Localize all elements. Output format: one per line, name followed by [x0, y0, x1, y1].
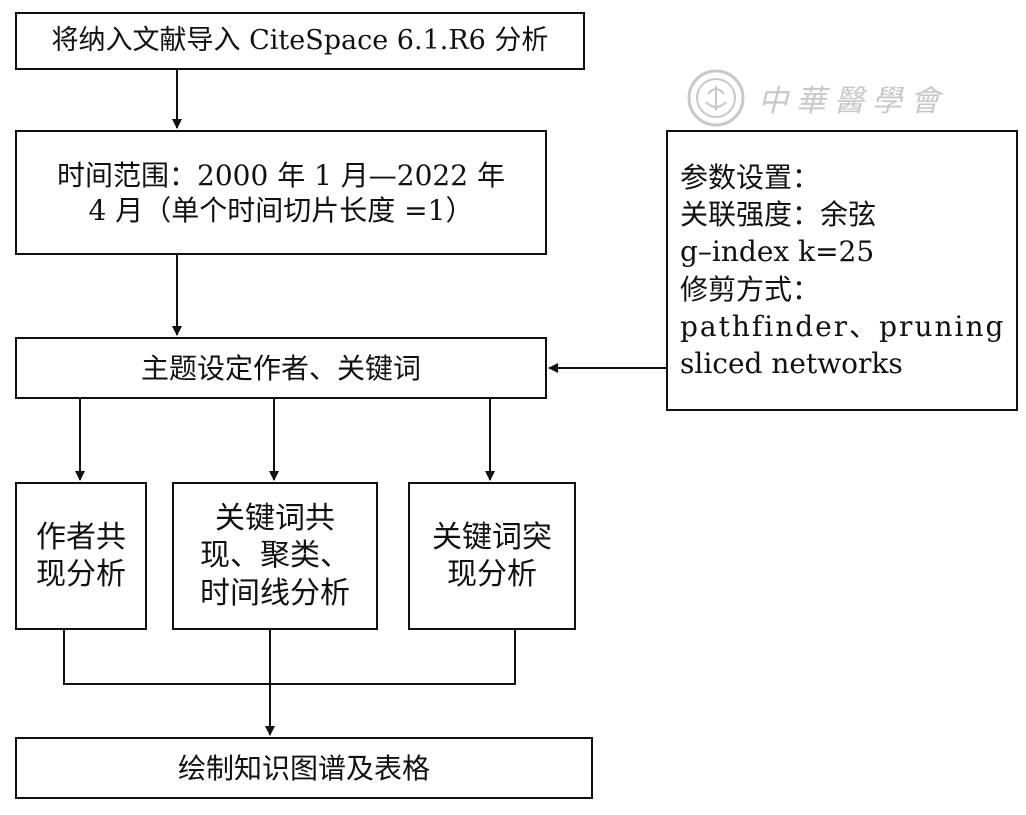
keyword-cooccurrence-box: 关键词共 现、聚类、 时间线分析 — [172, 482, 378, 630]
keyword-burst-box: 关键词突 现分析 — [408, 482, 576, 630]
author-box-line-1: 作者共 — [36, 519, 126, 555]
theme-box-text: 主题设定作者、关键词 — [140, 351, 421, 385]
parameters-line-4: 修剪方式： — [680, 272, 821, 306]
cooccurrence-line-3: 时间线分析 — [200, 575, 350, 611]
time-range-box: 时间范围：2000 年 1 月—2022 年 4 月（单个时间切片长度 =1） — [15, 130, 547, 255]
cooccurrence-line-1: 关键词共 — [215, 500, 335, 536]
time-range-line-1: 时间范围：2000 年 1 月—2022 年 — [57, 158, 505, 192]
import-box: 将纳入文献导入 CiteSpace 6.1.R6 分析 — [15, 12, 585, 70]
parameters-line-3: g–index k=25 — [680, 235, 875, 269]
author-box-line-2: 现分析 — [36, 557, 126, 592]
society-seal-icon — [687, 69, 745, 127]
parameters-box: 参数设置： 关联强度：余弦 g–index k=25 修剪方式： pathfin… — [666, 130, 1018, 411]
author-cooccurrence-box: 作者共 现分析 — [15, 482, 147, 630]
parameters-line-1: 参数设置： — [680, 160, 821, 194]
burst-line-1: 关键词突 — [432, 519, 552, 555]
parameters-line-6: sliced networks — [680, 346, 903, 380]
watermark: 中華醫學會 — [686, 68, 948, 128]
cooccurrence-line-2: 现、聚类、 — [200, 538, 350, 574]
burst-line-2: 现分析 — [447, 557, 537, 592]
final-output-box: 绘制知识图谱及表格 — [15, 737, 593, 799]
watermark-text: 中華醫學會 — [758, 84, 948, 119]
parameters-line-5: pathfinder、pruning — [680, 309, 1006, 343]
import-box-text: 将纳入文献导入 CiteSpace 6.1.R6 分析 — [51, 25, 549, 57]
theme-box: 主题设定作者、关键词 — [15, 337, 547, 399]
final-output-text: 绘制知识图谱及表格 — [177, 751, 430, 785]
parameters-line-2: 关联强度：余弦 — [680, 198, 877, 232]
time-range-line-2: 4 月（单个时间切片长度 =1） — [88, 193, 474, 227]
